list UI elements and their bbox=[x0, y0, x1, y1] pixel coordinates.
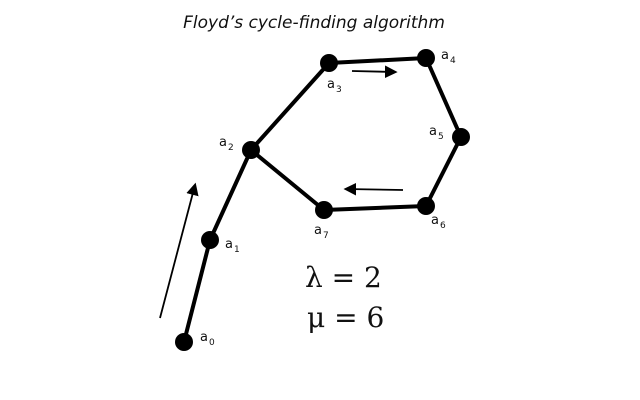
label-group: a0 a1 a2 a3 a4 a5 a6 a7 bbox=[200, 48, 456, 348]
edge-a7-a2 bbox=[249, 148, 326, 212]
edge-a1-a2 bbox=[208, 148, 253, 242]
node-a6 bbox=[417, 197, 435, 215]
node-group bbox=[175, 49, 470, 351]
edge-a4-a5 bbox=[424, 56, 463, 139]
direction-arrow-tail bbox=[159, 182, 199, 319]
node-a5 bbox=[452, 128, 470, 146]
edge-a6-a7 bbox=[322, 204, 428, 212]
node-label-a5: a5 bbox=[429, 124, 444, 142]
node-a1 bbox=[201, 231, 219, 249]
node-label-a1: a1 bbox=[225, 237, 240, 255]
node-a2 bbox=[242, 141, 260, 159]
node-label-a2: a2 bbox=[219, 135, 234, 153]
direction-arrow-bottom bbox=[343, 182, 404, 196]
node-a0 bbox=[175, 333, 193, 351]
node-a7 bbox=[315, 201, 333, 219]
edge-a0-a1 bbox=[182, 238, 212, 344]
edge-a2-a3 bbox=[249, 61, 331, 152]
direction-arrow-top bbox=[351, 65, 398, 79]
node-a3 bbox=[320, 54, 338, 72]
node-label-a3: a3 bbox=[327, 77, 342, 95]
node-label-a0: a0 bbox=[200, 330, 215, 348]
node-label-a7: a7 bbox=[314, 223, 329, 241]
edge-a5-a6 bbox=[424, 135, 463, 208]
mu-equation: μ = 6 bbox=[307, 301, 384, 334]
node-label-a4: a4 bbox=[441, 48, 456, 66]
edge-group bbox=[182, 56, 463, 344]
edge-a3-a4 bbox=[327, 56, 428, 65]
diagram-title: Floyd’s cycle-finding algorithm bbox=[183, 13, 445, 33]
node-label-a6: a6 bbox=[431, 213, 446, 231]
node-a4 bbox=[417, 49, 435, 67]
lambda-equation: λ = 2 bbox=[305, 261, 382, 294]
